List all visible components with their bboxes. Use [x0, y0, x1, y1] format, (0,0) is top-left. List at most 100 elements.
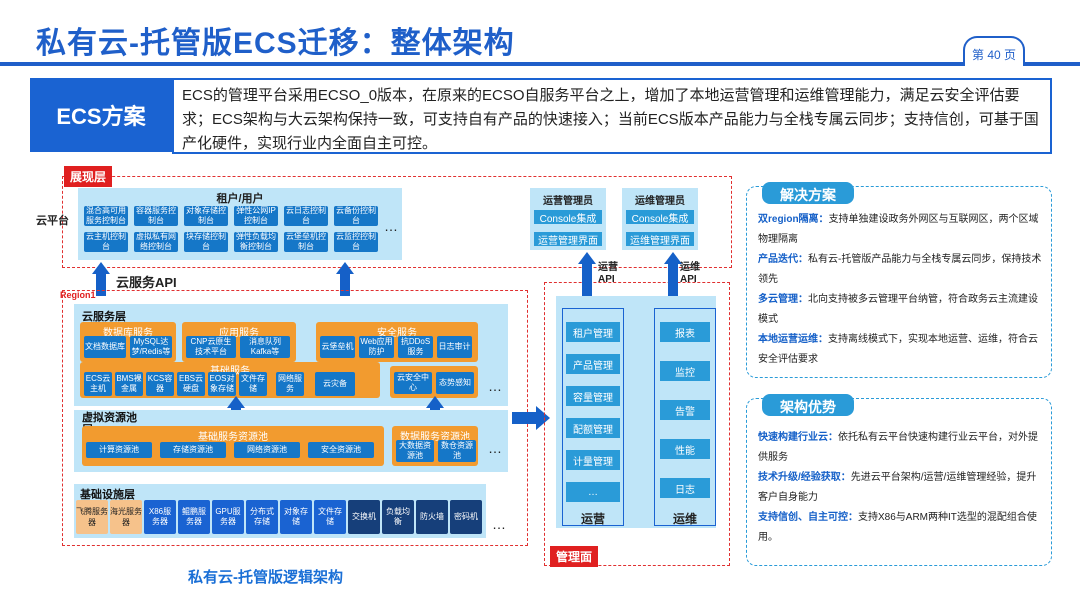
panel-item-text: 私有云-托管版产品能力与全栈专属云同步，保持技术领先 [758, 254, 1042, 285]
ops-api-arrow-shaft [582, 264, 592, 296]
security-chip: Web应用防护 [359, 336, 394, 358]
maint-ui-chip: 运维管理界面 [626, 232, 694, 247]
infra-ellipsis: … [492, 516, 507, 532]
advantage-panel [746, 398, 1052, 566]
app-chip: 消息队列Kafka等 [240, 336, 290, 358]
page-number: 第 40 页 [963, 36, 1025, 66]
tenant-chip: 云备份控制台 [334, 206, 378, 226]
header-divider [0, 62, 1080, 66]
api-arrow-left [92, 262, 110, 274]
infra-chip: 分布式存储 [246, 500, 278, 534]
panel-item-key: 产品迭代： [758, 254, 808, 265]
api-arrow-left-shaft [96, 274, 106, 296]
panel-item: 快速构建行业云：依托私有云平台快速构建行业云平台，对外提供服务 [758, 428, 1046, 468]
api-arrow-right [336, 262, 354, 274]
basic-chip: 文件存储 [239, 372, 267, 396]
tenant-chip: 虚拟私有网络控制台 [134, 232, 178, 252]
maint-column-label: 运维 [672, 512, 697, 526]
presentation-layer-box [62, 176, 732, 268]
maint-item-chip: 日志 [660, 478, 710, 498]
tenant-chip: 云堡垒机控制台 [284, 232, 328, 252]
advantage-body: 快速构建行业云：依托私有云平台快速构建行业云平台，对外提供服务技术升级/经验获取… [758, 428, 1046, 548]
app-service-title: 应用服务 [219, 328, 259, 339]
page-title: 私有云-托管版ECS迁移：整体架构 [36, 27, 515, 60]
maint-item-chip: 监控 [660, 361, 710, 381]
panel-item-text: 支持离线模式下，实现本地运营、运维，符合云安全评估要求 [758, 334, 1038, 365]
db-service-title: 数据库服务 [103, 328, 153, 339]
solution-title: 解决方案 [762, 182, 854, 204]
panel-item: 双region隔离：支持单独建设政务外网区与互联网区，两个区域物理隔离 [758, 210, 1046, 250]
tenant-chip: 混合高可用服务控制台 [84, 206, 128, 226]
panel-item: 支持信创、自主可控：支持X86与ARM两种IT选型的混配组合使用。 [758, 508, 1046, 548]
tenant-chip: 容器服务控制台 [134, 206, 178, 226]
region-label: Region1 [60, 290, 96, 300]
tenant-chip: 弹性负载均衡控制台 [234, 232, 278, 252]
data-pool-chip: 数仓资源池 [438, 440, 476, 462]
ops-admin-title: 运营管理员 [543, 196, 593, 207]
ecs-label: ECS方案 [30, 78, 172, 152]
data-pool-title: 数据服务资源池 [400, 432, 470, 443]
ops-item-chip: 容量管理 [566, 386, 620, 406]
maint-api-arrow-shaft [668, 264, 678, 296]
service-ellipsis: … [488, 378, 503, 394]
tenant-chip: 云监控控制台 [334, 232, 378, 252]
panel-item-key: 快速构建行业云： [758, 432, 838, 443]
panel-item-key: 技术升级/经验获取： [758, 472, 851, 483]
panel-item-text: 先进云平台架构/运营/运维管理经验，提升客户自身能力 [758, 472, 1037, 503]
infra-chip: 密码机 [450, 500, 482, 534]
pool-arrow-right [426, 396, 444, 408]
tenant-ellipsis: … [384, 218, 399, 234]
infra-chip: X86服务器 [144, 500, 176, 534]
mgmt-plane-box [544, 282, 730, 566]
security-chip: 云堡垒机 [320, 336, 355, 358]
panel-item-text: 依托私有云平台快速构建行业云平台，对外提供服务 [758, 432, 1038, 463]
infra-chip: 交换机 [348, 500, 380, 534]
infra-chip: 防火墙 [416, 500, 448, 534]
cloud-platform-label: 云平台 [36, 215, 69, 227]
ops-item-chip: 租户管理 [566, 322, 620, 342]
db-chip: MySQL达梦/Redis等 [130, 336, 172, 358]
maint-api-label: 运维API [680, 262, 700, 285]
infra-chip: 海光服务器 [110, 500, 142, 534]
db-chip: 文档数据库 [84, 336, 126, 358]
pool-ellipsis: … [488, 440, 503, 456]
advantage-title: 架构优势 [762, 394, 854, 416]
base-pool-chip: 网络资源池 [234, 442, 300, 458]
ops-ui-chip: 运营管理界面 [534, 232, 602, 247]
tenant-chip: 对象存储控制台 [184, 206, 228, 226]
basic-chip: ECS云主机 [84, 372, 112, 396]
basic-chip: 云灾备 [315, 372, 355, 396]
mgmt-arrow-shaft [512, 412, 538, 424]
maint-item-chip: 报表 [660, 322, 710, 342]
panel-item: 本地运营运维：支持离线模式下，实现本地运营、运维，符合云安全评估要求 [758, 330, 1046, 370]
threat-awareness-chip: 态势感知 [436, 372, 474, 394]
basic-chip: KCS容器 [146, 372, 174, 396]
maint-api-arrow [664, 252, 682, 264]
ops-item-chip: … [566, 482, 620, 502]
ecs-description: ECS的管理平台采用ECSO_0版本，在原来的ECSO自服务平台之上，增加了本地… [172, 78, 1052, 154]
presentation-layer-tag: 展现层 [64, 166, 113, 187]
maint-item-chip: 告警 [660, 400, 710, 420]
ops-item-chip: 产品管理 [566, 354, 620, 374]
panel-item-text: 支持单独建设政务外网区与互联网区，两个区域物理隔离 [758, 214, 1039, 245]
base-pool-chip: 存储资源池 [160, 442, 226, 458]
panel-item-key: 多云管理： [758, 294, 808, 305]
basic-chip: 网络服务 [276, 372, 304, 396]
basic-chip: EBS云硬盘 [177, 372, 205, 396]
base-pool-chip: 计算资源池 [86, 442, 152, 458]
panel-item: 技术升级/经验获取：先进云平台架构/运营/运维管理经验，提升客户自身能力 [758, 468, 1046, 508]
panel-item-key: 支持信创、自主可控： [758, 512, 858, 523]
solution-body: 双region隔离：支持单独建设政务外网区与互联网区，两个区域物理隔离产品迭代：… [758, 210, 1046, 370]
infra-chip: 文件存储 [314, 500, 346, 534]
base-pool-title: 基础服务资源池 [198, 432, 268, 443]
ops-item-chip: 计量管理 [566, 450, 620, 470]
tenant-chip: 云主机控制台 [84, 232, 128, 252]
ops-api-arrow [578, 252, 596, 264]
diagram-caption: 私有云-托管版逻辑架构 [188, 569, 343, 586]
mgmt-arrow-head [536, 406, 550, 430]
security-chip: 日志审计 [437, 336, 472, 358]
ops-api-label: 运营API [598, 262, 618, 285]
panel-item: 产品迭代：私有云-托管版产品能力与全栈专属云同步，保持技术领先 [758, 250, 1046, 290]
infra-chip: 飞腾服务器 [76, 500, 108, 534]
security-chip: 抗DDoS服务 [398, 336, 433, 358]
